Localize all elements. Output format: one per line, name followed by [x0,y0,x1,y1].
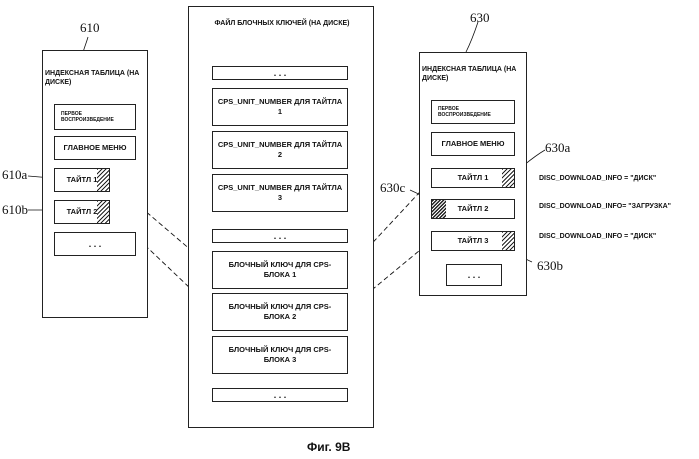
ref-630b: 630b [537,258,563,274]
left-title-2: ТАЙТЛ 2 [54,200,110,224]
download-info-title-3: DISC_DOWNLOAD_INFO = "ДИСК" [539,233,656,240]
left-title-1-label: ТАЙТЛ 1 [67,175,98,185]
block-key-file-title: ФАЙЛ БЛОЧНЫХ КЛЮЧЕЙ (НА ДИСКЕ) [195,19,369,28]
right-title-1-label: ТАЙТЛ 1 [458,173,489,183]
block-key-cps-1: БЛОЧНЫЙ КЛЮЧ ДЛЯ CPS-БЛОКА 1 [212,251,348,289]
block-key-cps-2: БЛОЧНЫЙ КЛЮЧ ДЛЯ CPS-БЛОКА 2 [212,293,348,331]
ref-630: 630 [470,10,490,26]
block-key-cps-3: БЛОЧНЫЙ КЛЮЧ ДЛЯ CPS-БЛОКА 3 [212,336,348,374]
leader-630 [466,22,478,52]
right-main-menu: ГЛАВНОЕ МЕНЮ [431,132,515,156]
left-more: . . . [54,232,136,256]
ref-630a: 630a [545,140,570,156]
right-title-3: ТАЙТЛ 3 [431,231,515,251]
left-first-play: ПЕРВОЕ ВОСПРОИЗВЕДЕНИЕ [54,104,136,130]
center-more-top: . . . [212,66,348,80]
ref-630c: 630c [380,180,405,196]
ref-610b: 610b [2,202,28,218]
left-title-1: ТАЙТЛ 1 [54,168,110,192]
right-title-1: ТАЙТЛ 1 [431,168,515,188]
right-title-3-label: ТАЙТЛ 3 [458,236,489,246]
right-title-2: ТАЙТЛ 2 [431,199,515,219]
left-main-menu: ГЛАВНОЕ МЕНЮ [54,136,136,160]
right-first-play: ПЕРВОЕ ВОСПРОИЗВЕДЕНИЕ [431,100,515,124]
figure-caption: Фиг. 9В [307,440,350,454]
download-info-title-1: DISC_DOWNLOAD_INFO = "ДИСК" [539,175,656,182]
cps-unit-number-title-3: CPS_UNIT_NUMBER ДЛЯ ТАЙТЛА 3 [212,174,348,212]
left-index-table-title: ИНДЕКСНАЯ ТАБЛИЦА (НА ДИСКЕ) [45,69,145,87]
left-title-2-label: ТАЙТЛ 2 [67,207,98,217]
ref-610a: 610a [2,167,27,183]
right-index-table-title: ИНДЕКСНАЯ ТАБЛИЦА (НА ДИСКЕ) [422,65,524,83]
download-info-title-2: DISC_DOWNLOAD_INFO= "ЗАГРУЗКА" [539,203,671,210]
center-more-mid: . . . [212,229,348,243]
cps-unit-number-title-2: CPS_UNIT_NUMBER ДЛЯ ТАЙТЛА 2 [212,131,348,169]
right-title-2-label: ТАЙТЛ 2 [455,204,492,214]
center-more-bottom: . . . [212,388,348,402]
right-more: . . . [446,264,502,286]
ref-610: 610 [80,20,100,36]
cps-unit-number-title-1: CPS_UNIT_NUMBER ДЛЯ ТАЙТЛА 1 [212,88,348,126]
